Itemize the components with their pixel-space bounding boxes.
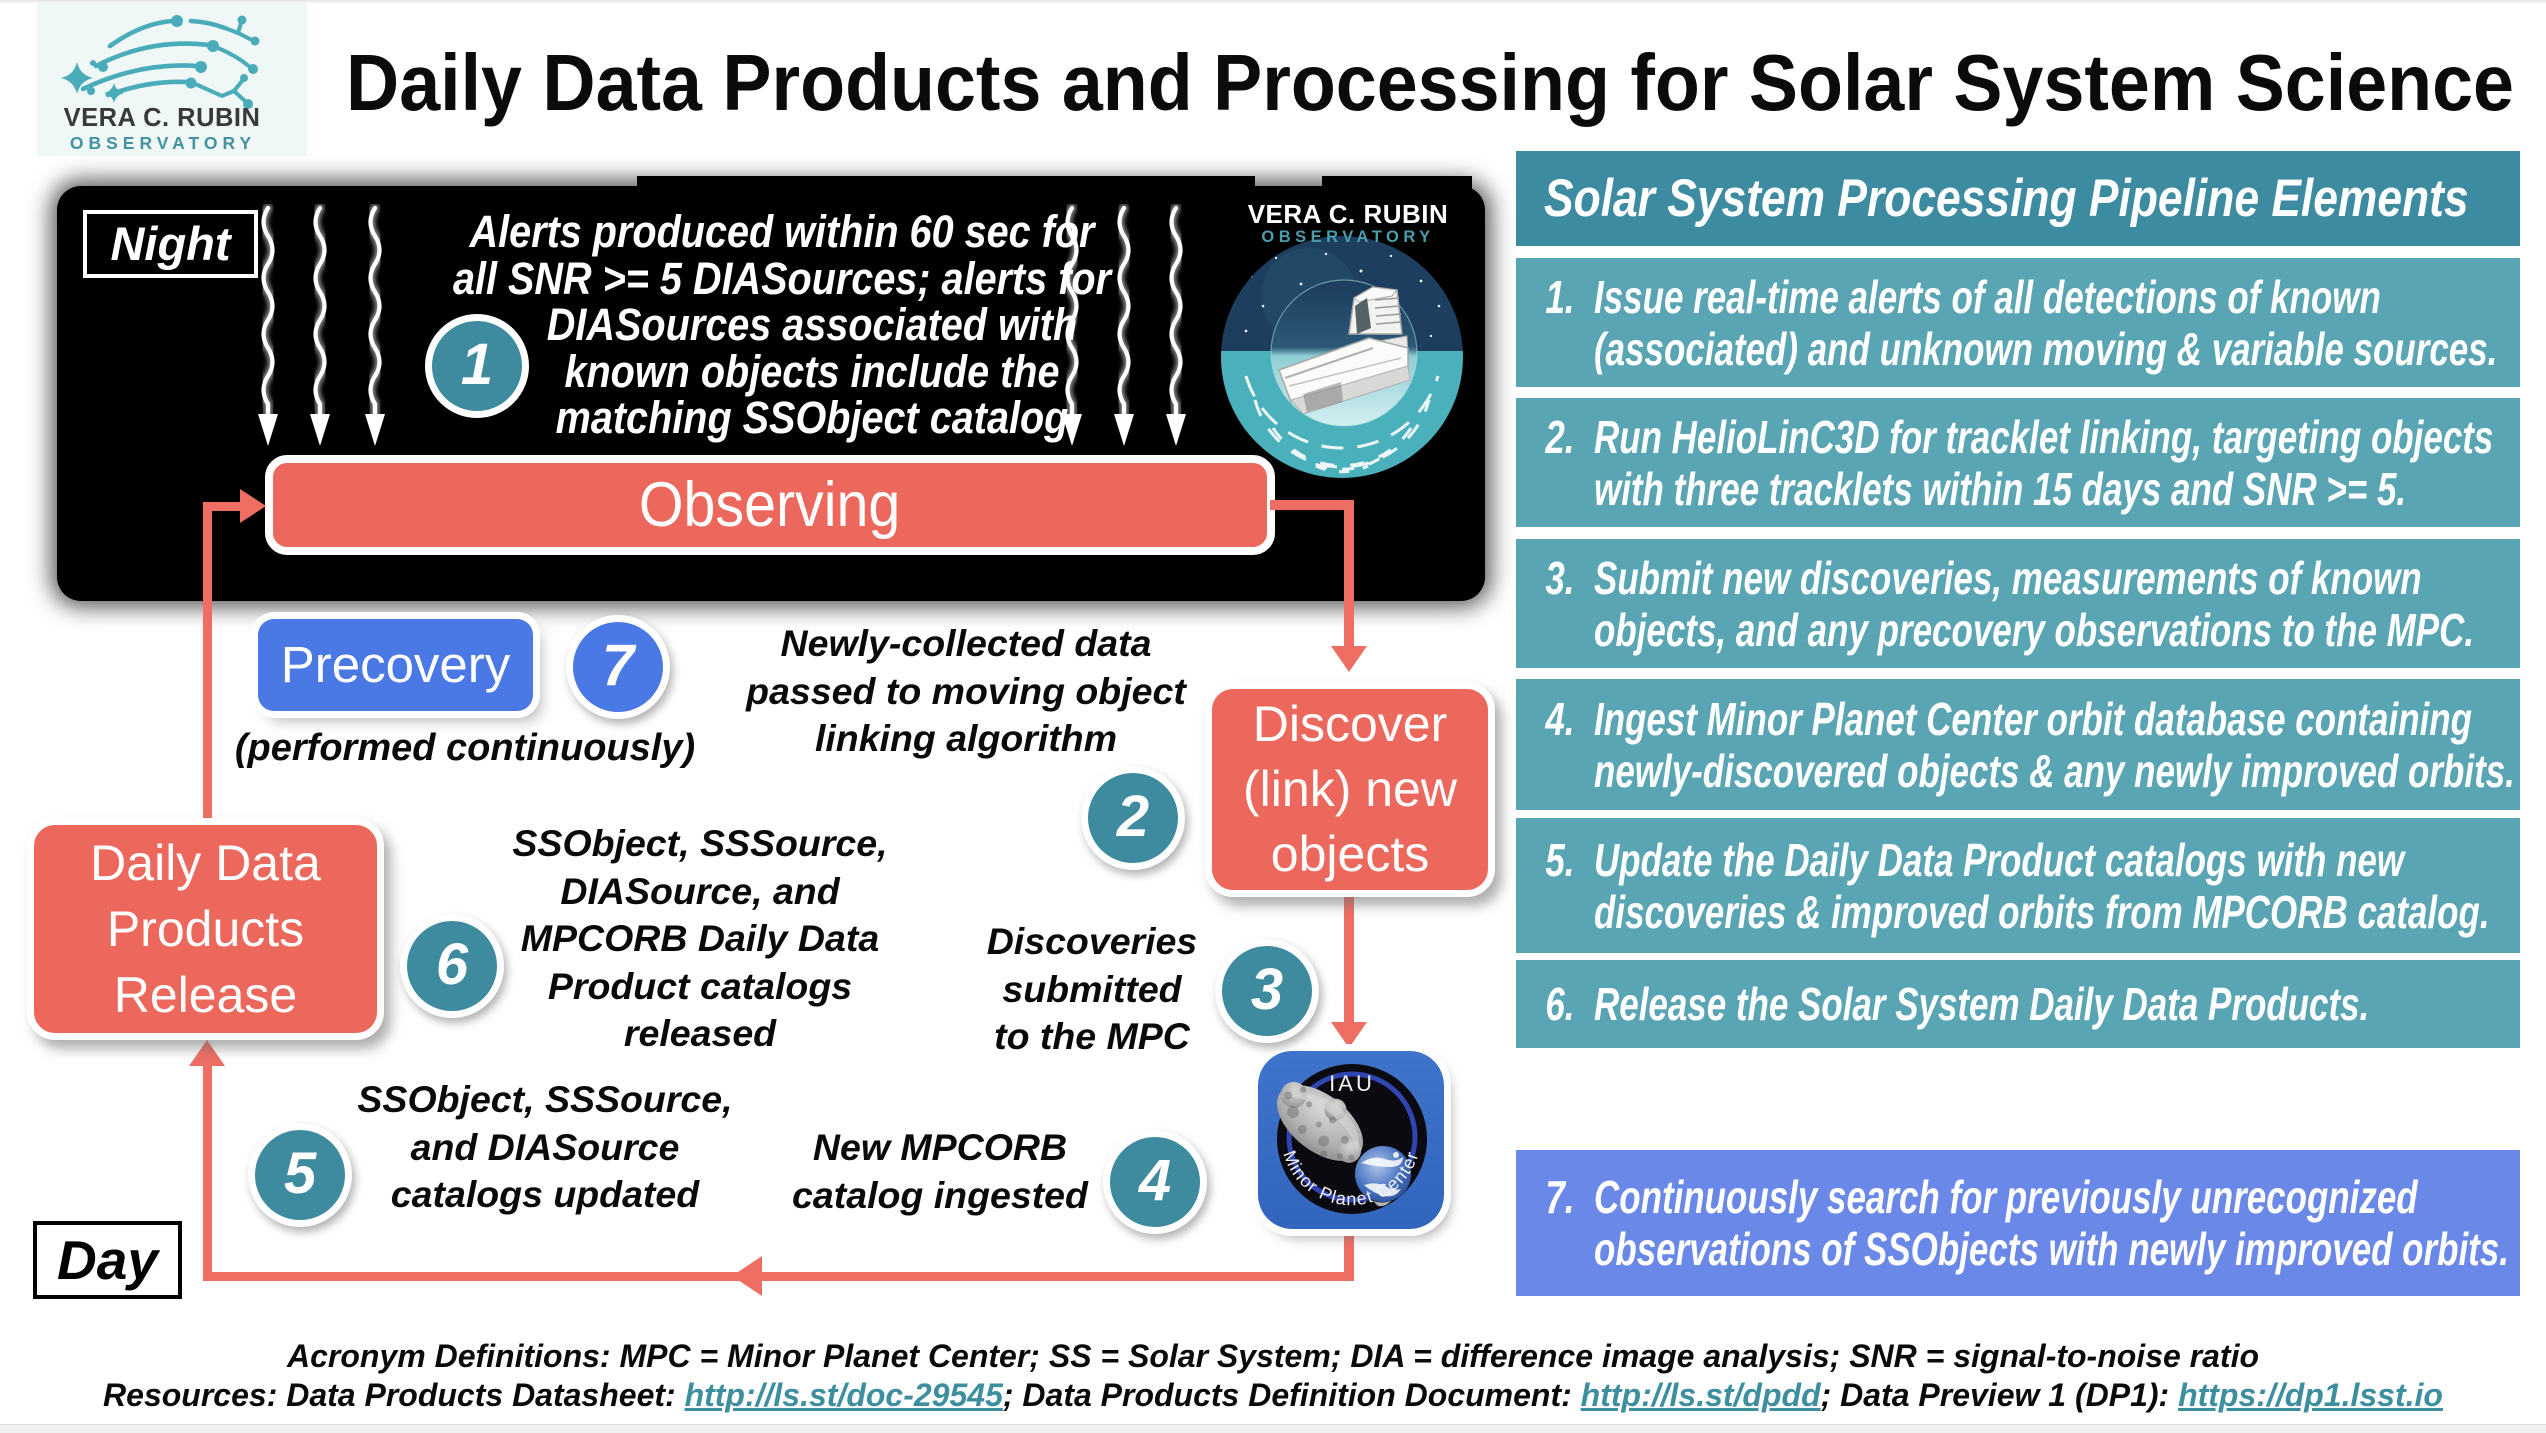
svg-text:IAU: IAU — [1329, 1071, 1375, 1096]
svg-text:OBSERVATORY: OBSERVATORY — [70, 133, 256, 153]
svg-text:VERA C. RUBIN: VERA C. RUBIN — [64, 104, 261, 132]
